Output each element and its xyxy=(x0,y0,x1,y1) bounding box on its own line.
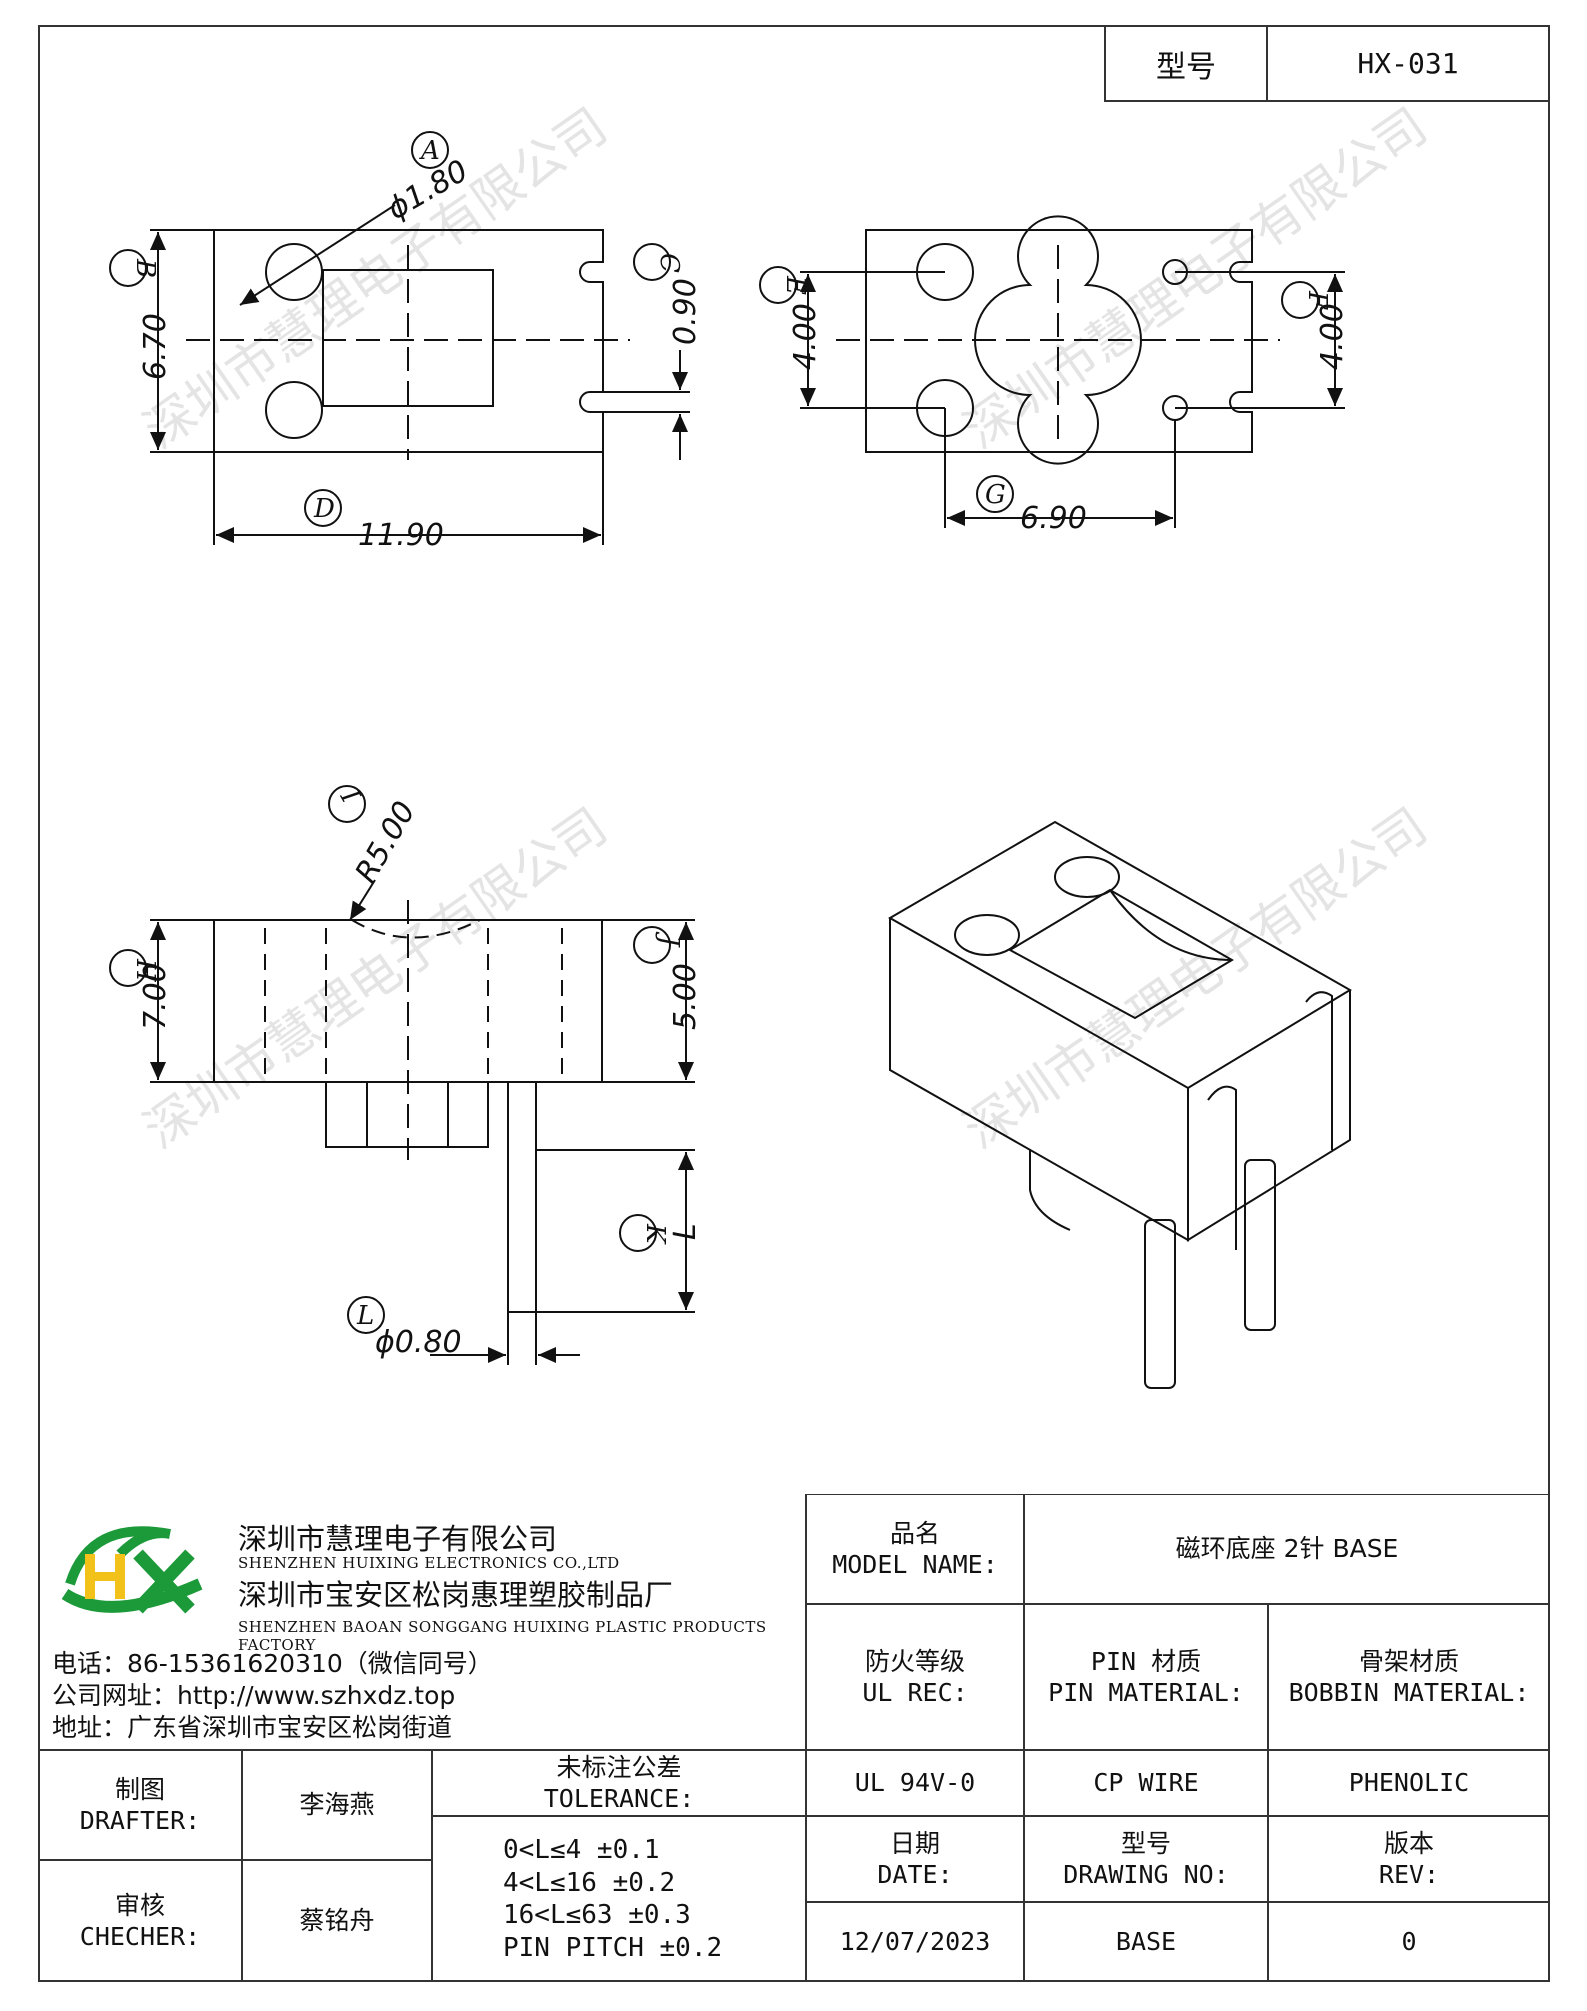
drafter-name: 李海燕 xyxy=(242,1750,432,1860)
callout-g: G xyxy=(985,480,1006,510)
callout-b: B xyxy=(130,258,160,278)
pin-value: CP WIRE xyxy=(1024,1750,1268,1816)
date-value: 12/07/2023 xyxy=(806,1902,1024,1982)
ul-label-cn: 防火等级 xyxy=(864,1646,965,1676)
pin-value-text: CP WIRE xyxy=(1093,1768,1199,1798)
callout-f: F xyxy=(1302,290,1332,310)
callout-j: J xyxy=(654,931,684,948)
pin-label-cn: PIN 材质 xyxy=(1090,1646,1202,1676)
top-view xyxy=(150,204,690,545)
pin-material-label: PIN 材质 PIN MATERIAL: xyxy=(1024,1604,1268,1750)
dim-length-d: 11.90 xyxy=(358,518,444,553)
factory-name-cn: 深圳市宝安区松岗惠理塑胶制品厂 xyxy=(238,1578,674,1612)
company-website: 公司网址：http://www.szhxdz.top xyxy=(52,1681,456,1710)
rev-value: 0 xyxy=(1268,1902,1550,1982)
watermark-2: 深圳市慧理电子有限公司 xyxy=(954,97,1438,460)
model-value: HX-031 xyxy=(1357,47,1459,80)
ul-value-text: UL 94V-0 xyxy=(854,1768,976,1798)
callout-c: C xyxy=(654,253,684,273)
drafter-cn: 制图 xyxy=(114,1774,165,1804)
drawing-no-value: BASE xyxy=(1024,1902,1268,1982)
bobbin-value-text: PHENOLIC xyxy=(1348,1768,1470,1798)
dim-pitch-e: 4.00 xyxy=(788,303,823,370)
pin-label-en: PIN MATERIAL: xyxy=(1048,1678,1244,1707)
side-view xyxy=(150,879,695,1365)
callout-circles xyxy=(109,131,1319,1334)
company-logo xyxy=(61,1526,203,1614)
company-name-en: SHENZHEN HUIXING ELECTRONICS CO.,LTD xyxy=(238,1554,620,1572)
bobbin-value: PHENOLIC xyxy=(1268,1750,1550,1816)
model-label: 型号 xyxy=(1106,27,1268,100)
dim-pin-dia-l: ϕ0.80 xyxy=(375,1325,462,1360)
technical-drawing: 深圳市慧理电子有限公司 深圳市慧理电子有限公司 深圳市慧理电子有限公司 深圳市慧… xyxy=(109,97,1438,1389)
drawing-no-value-text: BASE xyxy=(1115,1927,1177,1957)
bobbin-label-cn: 骨架材质 xyxy=(1358,1646,1459,1676)
checker-label: 审核 CHECHER: xyxy=(38,1860,242,1982)
rev-label: 版本 REV: xyxy=(1268,1816,1550,1902)
tolerance-label: 未标注公差 TOLERANCE: xyxy=(432,1750,806,1816)
callout-d: D xyxy=(313,494,335,524)
date-en: DATE: xyxy=(877,1860,953,1889)
tolerance-row: PIN PITCH ±0.2 xyxy=(503,1932,723,1963)
tolerance-cn: 未标注公差 xyxy=(556,1752,682,1782)
company-address: 地址：广东省深圳市宝安区松岗街道 xyxy=(52,1713,453,1742)
model-name-value: 磁环底座 2针 BASE xyxy=(1024,1494,1550,1604)
callout-e: E xyxy=(780,275,810,295)
checker-en: CHECHER: xyxy=(79,1922,201,1951)
tolerance-row: 4<L≤16 ±0.2 xyxy=(503,1867,676,1898)
drawing-no-label: 型号 DRAWING NO: xyxy=(1024,1816,1268,1902)
watermark-4: 深圳市慧理电子有限公司 xyxy=(954,797,1438,1160)
model-name-en: MODEL NAME: xyxy=(832,1550,998,1579)
date-label: 日期 DATE: xyxy=(806,1816,1024,1902)
ul-label-en: UL REC: xyxy=(862,1678,968,1707)
checker-name-text: 蔡铭舟 xyxy=(299,1906,375,1936)
tolerance-row: 16<L≤63 ±0.3 xyxy=(503,1900,691,1930)
model-number-box: 型号 HX-031 xyxy=(1104,25,1550,102)
model-name-label: 品名 MODEL NAME: xyxy=(806,1494,1024,1604)
dim-height-h: 7.00 xyxy=(138,963,173,1030)
callout-l: L xyxy=(356,1301,374,1331)
date-value-text: 12/07/2023 xyxy=(839,1927,991,1957)
company-phone: 电话：86-15361620310（微信同号） xyxy=(52,1649,493,1678)
title-block: 深圳市慧理电子有限公司 SHENZHEN HUIXING ELECTRONICS… xyxy=(38,1494,1550,1982)
factory-name-en: SHENZHEN BAOAN SONGGANG HUIXING PLASTIC … xyxy=(238,1618,767,1654)
ul-rec-label: 防火等级 UL REC: xyxy=(806,1604,1024,1750)
model-name-text: 磁环底座 2针 BASE xyxy=(1175,1534,1399,1564)
callout-k: K xyxy=(640,1223,670,1245)
isometric-view xyxy=(887,820,1352,1389)
rev-value-text: 0 xyxy=(1401,1927,1417,1957)
dim-pitch-g: 6.90 xyxy=(1020,501,1087,536)
callout-a: A xyxy=(419,136,440,166)
drafter-label: 制图 DRAFTER: xyxy=(38,1750,242,1860)
model-name-cn: 品名 xyxy=(889,1518,940,1548)
bobbin-material-label: 骨架材质 BOBBIN MATERIAL: xyxy=(1268,1604,1550,1750)
date-cn: 日期 xyxy=(889,1828,940,1858)
dim-slot-c: 0.90 xyxy=(668,278,703,345)
dim-pin-len-k: L xyxy=(668,1223,703,1240)
tolerance-en: TOLERANCE: xyxy=(543,1784,695,1813)
checker-cn: 审核 xyxy=(114,1890,165,1920)
ul-value: UL 94V-0 xyxy=(806,1750,1024,1816)
drawing-no-en: DRAWING NO: xyxy=(1063,1860,1229,1889)
dim-width-b: 6.70 xyxy=(138,313,173,380)
company-info: 深圳市慧理电子有限公司 SHENZHEN HUIXING ELECTRONICS… xyxy=(38,1494,806,1750)
bottom-view xyxy=(800,215,1345,528)
drawing-no-cn: 型号 xyxy=(1120,1828,1171,1858)
dim-radius-i: R5.00 xyxy=(349,796,423,889)
callout-h: H xyxy=(130,958,160,983)
bobbin-label-en: BOBBIN MATERIAL: xyxy=(1288,1678,1530,1707)
dim-height-j: 5.00 xyxy=(668,963,703,1030)
tolerance-row: 0<L≤4 ±0.1 xyxy=(503,1835,660,1865)
drafter-en: DRAFTER: xyxy=(79,1806,201,1835)
drafter-name-text: 李海燕 xyxy=(299,1790,375,1820)
dim-pitch-f: 4.00 xyxy=(1315,303,1350,370)
tolerance-list: 0<L≤4 ±0.1 4<L≤16 ±0.2 16<L≤63 ±0.3 PIN … xyxy=(432,1816,806,1982)
checker-name: 蔡铭舟 xyxy=(242,1860,432,1982)
rev-cn: 版本 xyxy=(1383,1828,1434,1858)
company-name-cn: 深圳市慧理电子有限公司 xyxy=(238,1522,558,1556)
rev-en: REV: xyxy=(1378,1860,1440,1889)
